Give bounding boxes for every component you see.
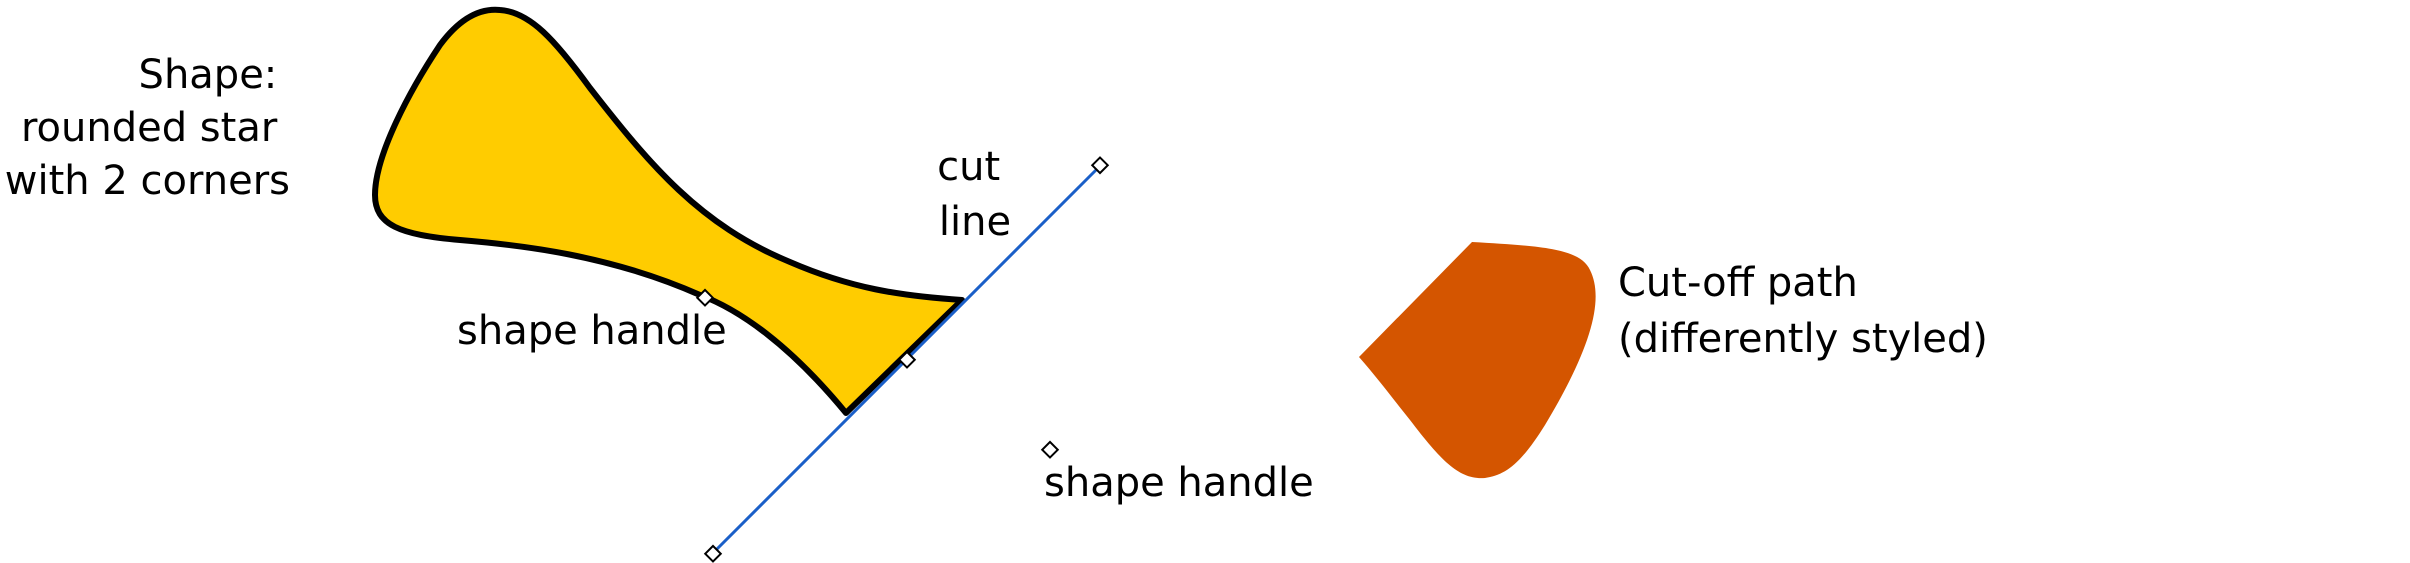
shape-handle-right-label: shape handle xyxy=(1044,460,1314,506)
shape-title-label: Shape: rounded star with 2 corners xyxy=(5,52,290,204)
cut-off-path-label: Cut-off path (differently styled) xyxy=(1618,260,1988,362)
cut-line-label: cut line xyxy=(937,144,1013,245)
shape-handle-right[interactable] xyxy=(1040,440,1060,459)
rounded-star-shape[interactable] xyxy=(372,6,965,416)
shape-handle-left-label: shape handle xyxy=(457,308,727,354)
cut-off-path-shape[interactable] xyxy=(1359,242,1596,479)
cut-line-start-handle[interactable] xyxy=(703,544,723,563)
cut-line-mid-handle[interactable] xyxy=(897,350,917,369)
shape-handle-left[interactable] xyxy=(695,288,715,307)
cut-line-end-handle[interactable] xyxy=(1090,156,1110,175)
